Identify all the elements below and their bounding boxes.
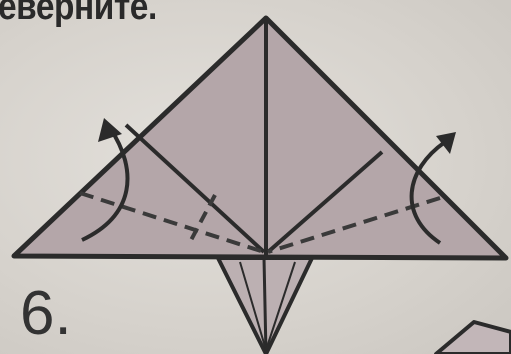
step-number: 6. — [20, 283, 72, 345]
triangle-shape — [14, 18, 506, 258]
next-step-shape-partial — [436, 322, 511, 354]
bottom-flap — [218, 258, 312, 354]
main-triangle — [14, 18, 506, 258]
bottom-flap-center-line — [264, 258, 266, 354]
right-arrow-head — [436, 132, 456, 154]
next-step-shape — [436, 322, 511, 354]
